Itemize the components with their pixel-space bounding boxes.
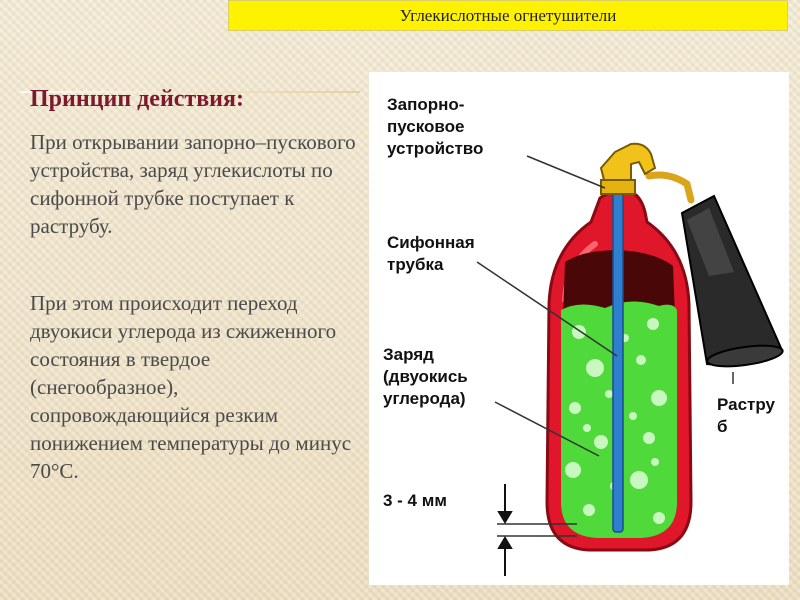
hose-icon — [645, 171, 695, 204]
label-gap: 3 - 4 мм — [383, 491, 447, 510]
paragraph-1: При открывании запорно–пускового устройс… — [30, 130, 356, 238]
slide-title: Углекислотные огнетушители — [399, 5, 617, 25]
section-heading: Принцип действия: — [30, 86, 244, 112]
siphon-tube-icon — [612, 183, 624, 533]
paragraph-2: При этом происходит переход двуокиси угл… — [30, 291, 352, 483]
label-charge: Заряд (двуокись углерода) — [383, 345, 468, 408]
slide-title-bar: Углекислотные огнетушители — [228, 0, 788, 31]
heading-rule — [20, 91, 360, 93]
gap-arrows — [497, 484, 513, 576]
horn-icon — [680, 194, 784, 368]
valve-icon — [599, 142, 657, 195]
label-siphon-tube: Сифонная трубка — [387, 233, 475, 274]
extinguisher-illustration — [476, 142, 784, 576]
leader-lines — [476, 155, 734, 537]
label-valve: Запорно- пусковое устройство — [387, 95, 484, 158]
extinguisher-diagram: Запорно- пусковое устройство Сифонная тр… — [369, 72, 789, 585]
label-horn: Растру б — [717, 395, 775, 436]
